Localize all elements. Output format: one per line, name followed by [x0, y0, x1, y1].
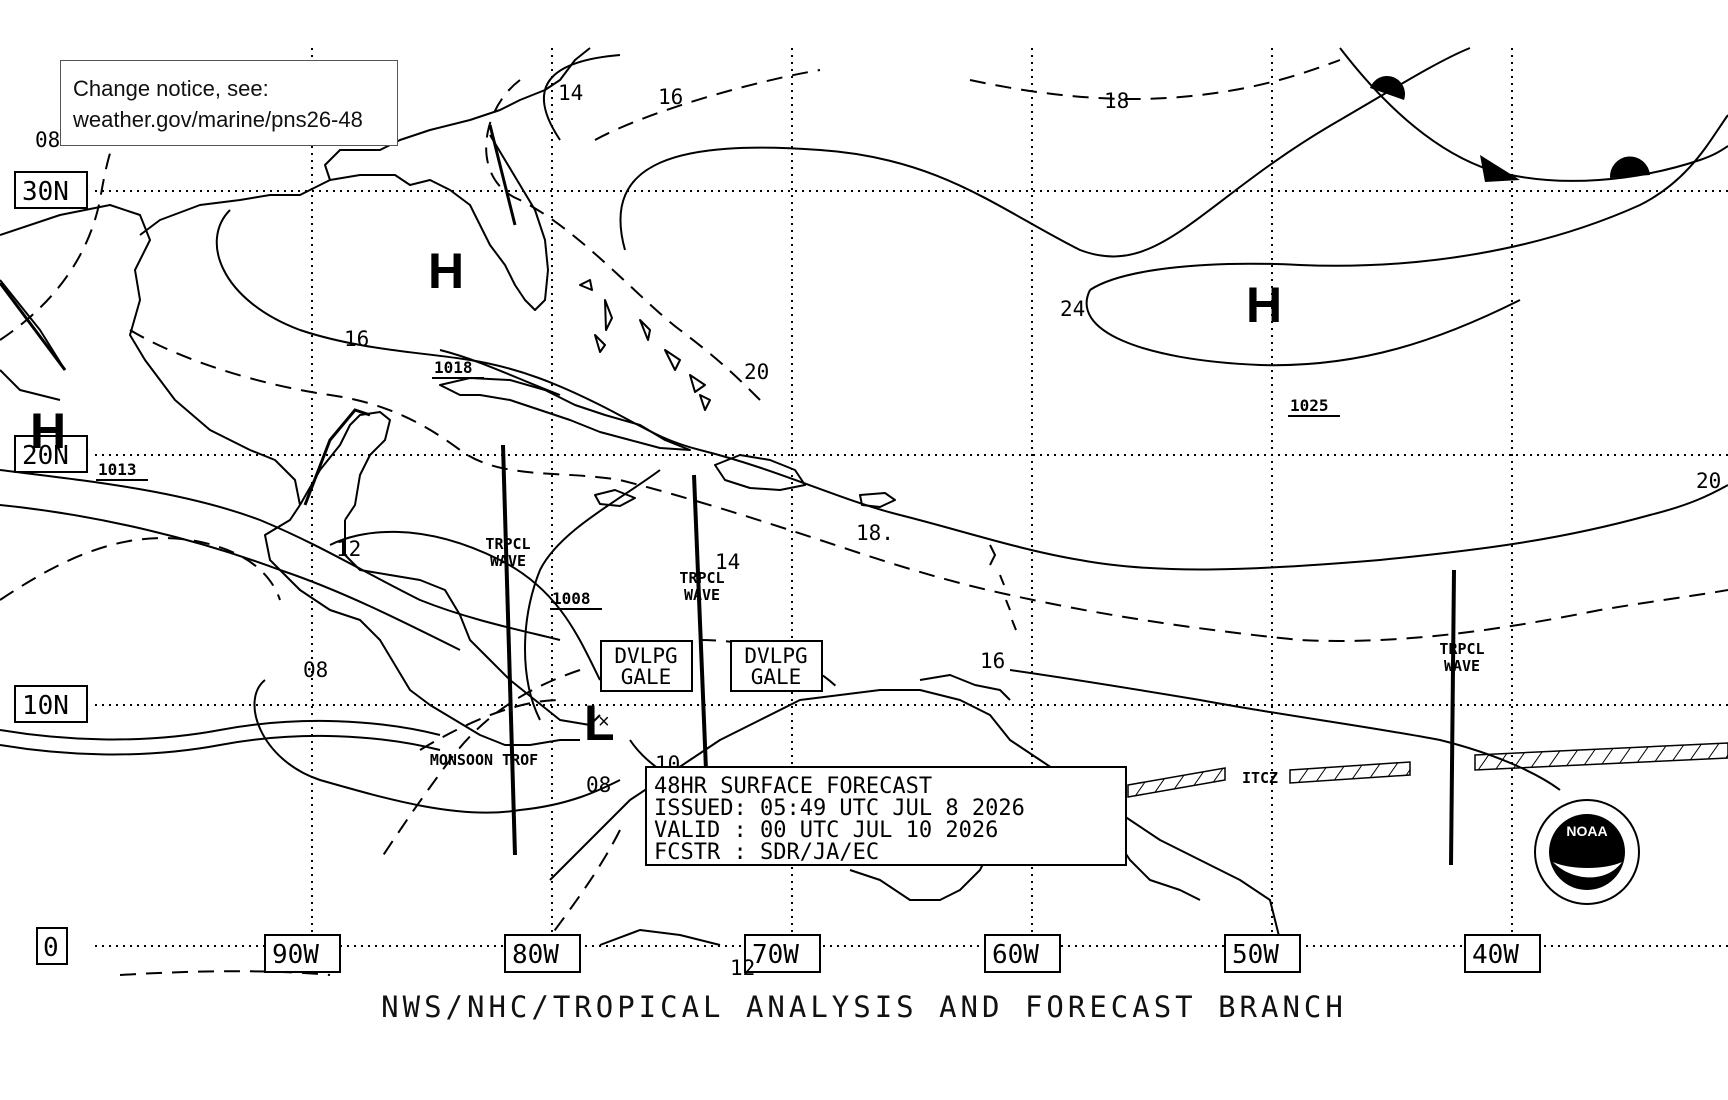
- forecast-issued: ISSUED: 05:49 UTC JUL 8 2026: [654, 796, 1025, 821]
- isobars-solid: [0, 47, 1728, 814]
- isobar-label: 16: [980, 649, 1005, 673]
- isobar-label: 18.: [856, 521, 894, 545]
- isobar-label: 20: [1696, 469, 1721, 493]
- isobar-label: 14: [558, 81, 583, 105]
- lat-label-30n: 30N: [22, 177, 69, 207]
- pressure-1013: 1013: [98, 460, 137, 479]
- footer-title: NWS/NHC/TROPICAL ANALYSIS AND FORECAST B…: [381, 990, 1347, 1024]
- pressure-1008: 1008: [552, 589, 591, 608]
- isobar-label: 12: [336, 537, 361, 561]
- front-symbols: [1370, 75, 1650, 182]
- itcz-label: ITCZ: [1242, 769, 1278, 787]
- lon-label-60w: 60W: [992, 940, 1039, 970]
- lon-label-80w: 80W: [512, 940, 559, 970]
- high-gulf-marker: H: [428, 243, 464, 299]
- isobar-labels: 14 16 18 08 16 20 24 20 12 18. 14 16 08 …: [35, 81, 1721, 980]
- coastlines: [0, 47, 1281, 946]
- longitude-labels: 90W 80W 70W 60W 50W 40W: [264, 934, 1541, 973]
- isobar-label: 18: [1104, 89, 1129, 113]
- pressure-1025: 1025: [1290, 396, 1329, 415]
- low-caribbean-marker: L: [584, 695, 615, 751]
- lat-label-10n: 10N: [22, 691, 69, 721]
- high-atlantic-marker: H: [1246, 277, 1282, 333]
- tropical-waves: [501, 444, 1456, 866]
- lon-label-40w: 40W: [1472, 940, 1519, 970]
- isobar-label: 14: [715, 550, 740, 574]
- low-center-x: ×: [598, 711, 610, 733]
- noaa-logo-icon: NOAA: [1534, 799, 1640, 905]
- lat-lon-grid: [95, 48, 1728, 947]
- lon-label-70w: 70W: [752, 940, 799, 970]
- noaa-logo-text: NOAA: [1566, 823, 1607, 839]
- high-mexico-marker: H: [30, 403, 66, 459]
- surface-troughs: [0, 124, 517, 506]
- forecast-forecaster: FCSTR : SDR/JA/EC: [654, 840, 879, 865]
- isobar-label: 20: [744, 360, 769, 384]
- change-notice-link[interactable]: weather.gov/marine/pns26-48: [73, 107, 363, 132]
- monsoon-trough-label: MONSOON TROF: [430, 751, 538, 769]
- latitude-labels: 30N 20N 10N 0: [14, 171, 88, 965]
- isobar-label: 16: [344, 327, 369, 351]
- cold-warm-front: [1339, 47, 1728, 182]
- lat-label-equator: 0: [43, 933, 59, 963]
- pressure-values: 1018 1013 1008 1025: [96, 358, 1340, 610]
- isobar-label: 08: [35, 128, 60, 152]
- isobar-label: 16: [658, 85, 683, 109]
- pressure-1018: 1018: [434, 358, 473, 377]
- lon-label-50w: 50W: [1232, 940, 1279, 970]
- isobar-label: 24: [1060, 297, 1085, 321]
- isobar-label: 08: [586, 773, 611, 797]
- itcz-bands: [1127, 742, 1728, 798]
- forecast-info-box: 48HR SURFACE FORECAST ISSUED: 05:49 UTC …: [645, 766, 1127, 866]
- change-notice-line1: Change notice, see:: [73, 76, 269, 101]
- pressure-centers: H H H L ×: [30, 243, 1282, 751]
- lon-label-90w: 90W: [272, 940, 319, 970]
- forecast-title: 48HR SURFACE FORECAST: [654, 774, 932, 799]
- change-notice: Change notice, see: weather.gov/marine/p…: [60, 60, 398, 146]
- isobar-label: 08: [303, 658, 328, 682]
- isobars-dashed: [0, 59, 1728, 976]
- isobar-label: 12: [730, 956, 755, 980]
- lat-label-20n: 20N: [22, 441, 69, 471]
- forecast-valid: VALID : 00 UTC JUL 10 2026: [654, 818, 998, 843]
